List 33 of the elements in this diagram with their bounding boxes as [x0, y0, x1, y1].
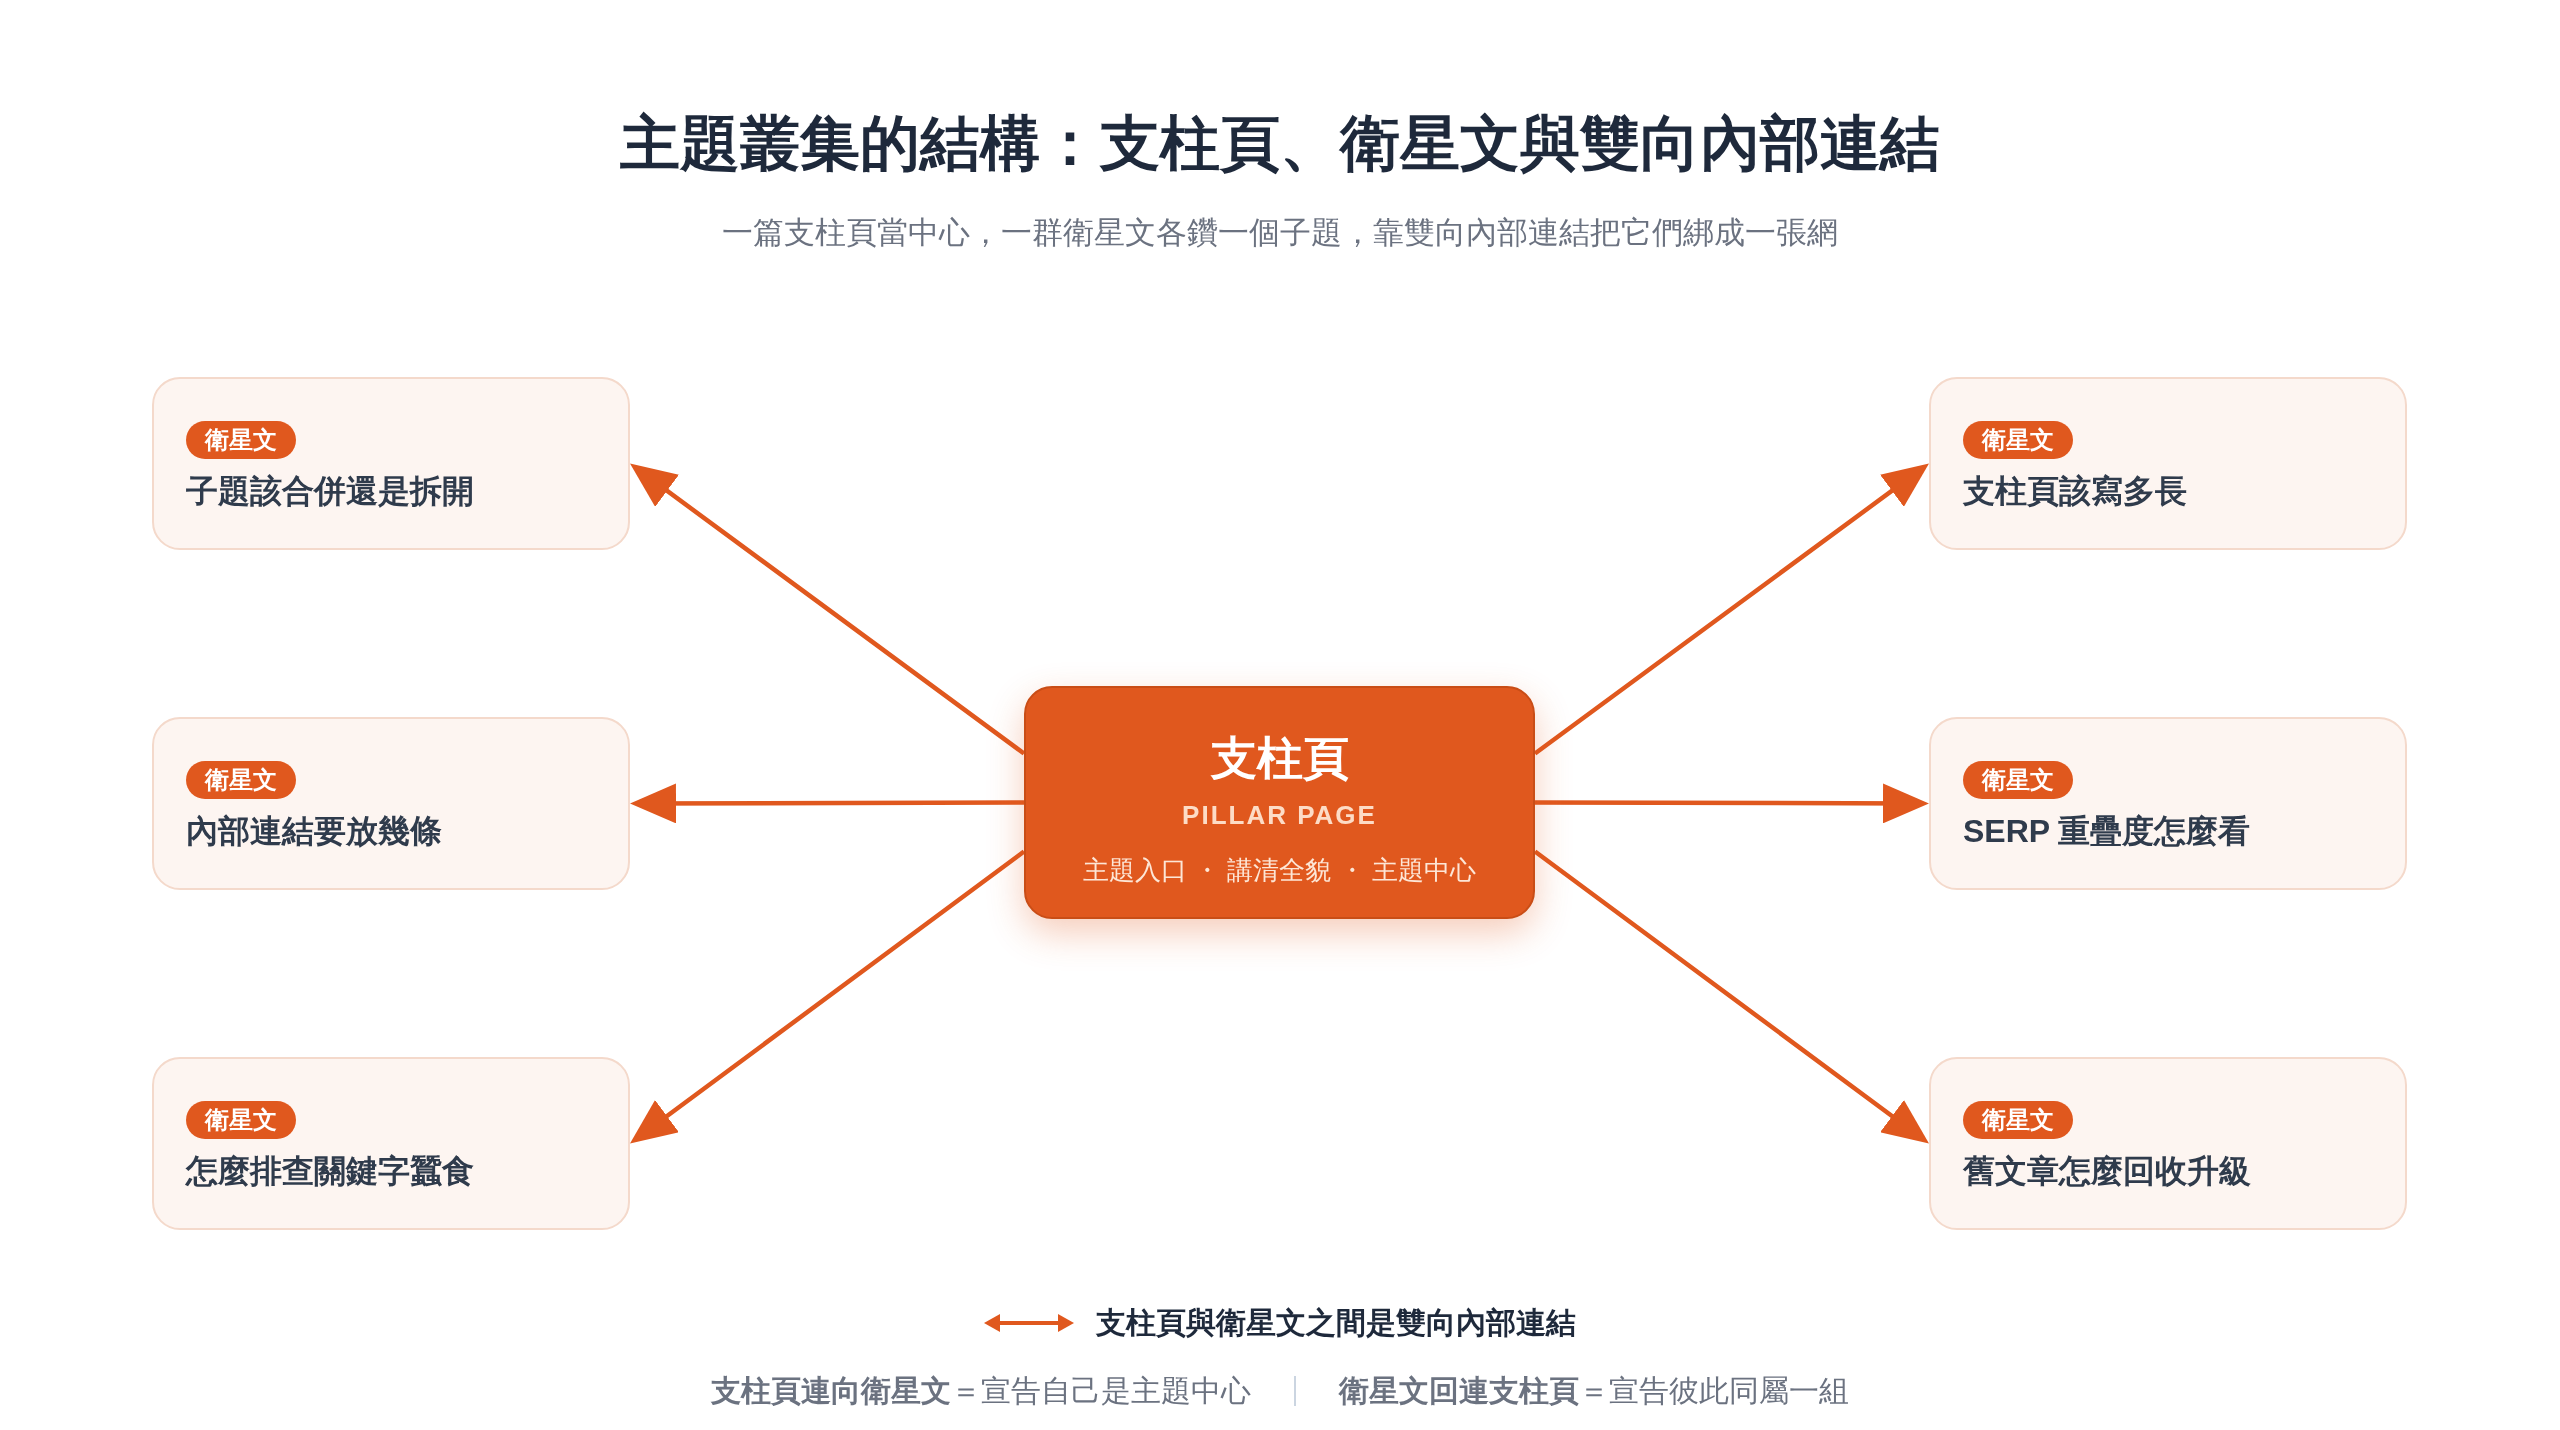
card-title: SERP 重疊度怎麼看 [1963, 812, 2251, 851]
arrow [630, 783, 1024, 824]
category-tag: 衛星文 [1963, 421, 2073, 459]
pillar-box [1024, 686, 1535, 919]
legend-text: 支柱頁與衛星文之間是雙向內部連結 [1096, 1305, 1576, 1341]
card-title: 怎麼排查關鍵字蠶食 [186, 1152, 474, 1191]
card-title: 內部連結要放幾條 [186, 812, 442, 851]
topic-card [152, 717, 630, 890]
english-subtitle: PILLAR PAGE [1182, 800, 1377, 831]
category-tag: 衛星文 [186, 761, 296, 799]
title: 主題叢集的結構：支柱頁、衛星文與雙向內部連結 [620, 109, 1940, 179]
category-tag: 衛星文 [186, 421, 296, 459]
card-title: 舊文章怎麼回收升級 [1963, 1152, 2251, 1191]
subtitle: 一篇支柱頁當中心，一群衛星文各鑽一個子題，靠雙向內部連結把它們綁成一張網 [722, 214, 1838, 252]
category-tag: 衛星文 [1963, 761, 2073, 799]
arrow [628, 849, 1026, 1146]
keyword-line: 主題入口 ・ 講清全貌 ・ 主題中心 [1083, 855, 1476, 886]
note-text: 衛星文回連支柱頁＝宣告彼此同屬一組 [1339, 1373, 1849, 1409]
arrow [1533, 849, 1931, 1146]
card-title: 支柱頁該寫多長 [1963, 472, 2187, 511]
category-tag: 衛星文 [1963, 1101, 2073, 1139]
arrow [1535, 783, 1929, 824]
arrow [628, 461, 1026, 756]
topic-card [152, 377, 630, 550]
pillar-title: 支柱頁 [1210, 731, 1349, 786]
card-title: 子題該合併還是拆開 [186, 472, 474, 511]
note-text: 支柱頁連向衛星文＝宣告自己是主題中心 [711, 1373, 1251, 1409]
topic-card [1929, 717, 2407, 890]
topic-card [1929, 1057, 2407, 1230]
category-tag: 衛星文 [186, 1101, 296, 1139]
topic-card [152, 1057, 630, 1230]
topic-card [1929, 377, 2407, 550]
arrow [1533, 461, 1931, 756]
